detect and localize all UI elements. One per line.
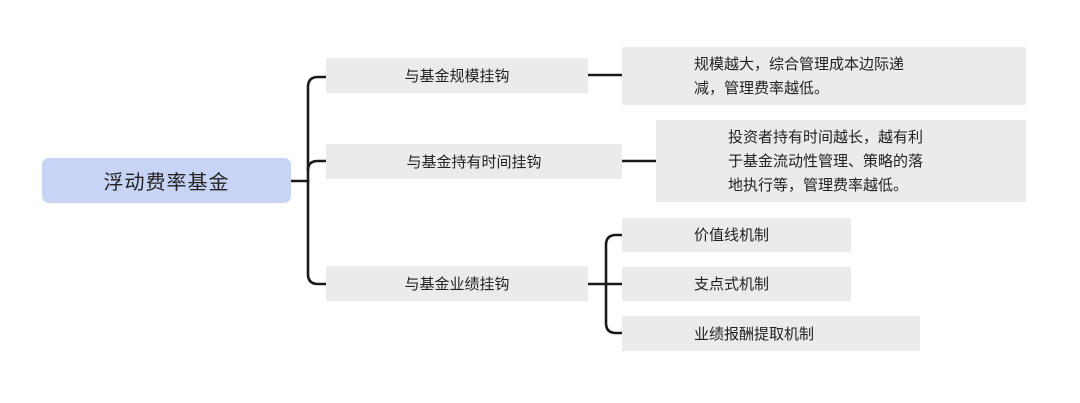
branch-holding-time[interactable]: 与基金持有时间挂钩 bbox=[326, 144, 622, 179]
leaf-holding-line-1: 投资者持有时间越长，越有利 bbox=[728, 128, 924, 146]
leaf-pivot-label: 支点式机制 bbox=[694, 275, 770, 293]
connector-trunk-top bbox=[306, 75, 328, 183]
leaf-value-line[interactable]: 价值线机制 bbox=[622, 218, 851, 252]
leaf-scale-line-1: 规模越大，综合管理成本边际递 bbox=[694, 55, 905, 73]
connector-trunk-mid bbox=[306, 159, 328, 172]
leaf-value-line-label: 价值线机制 bbox=[694, 226, 770, 244]
branch-performance[interactable]: 与基金业绩挂钩 bbox=[326, 266, 588, 301]
connector-branch3-top bbox=[604, 233, 624, 286]
branch-holding-time-label: 与基金持有时间挂钩 bbox=[406, 153, 542, 171]
leaf-pivot[interactable]: 支点式机制 bbox=[622, 267, 851, 301]
leaf-scale-desc[interactable]: 规模越大，综合管理成本边际递 减，管理费率越低。 bbox=[622, 47, 1026, 105]
branch-scale-label: 与基金规模挂钩 bbox=[404, 67, 510, 85]
root-label: 浮动费率基金 bbox=[103, 170, 230, 194]
leaf-holding-line-3: 地执行等，管理费率越低。 bbox=[728, 176, 909, 194]
branch-scale[interactable]: 与基金规模挂钩 bbox=[326, 58, 588, 93]
leaf-holding-line-2: 于基金流动性管理、策略的落 bbox=[728, 152, 924, 170]
connector-branch3-bottom bbox=[604, 282, 624, 335]
branch-performance-label: 与基金业绩挂钩 bbox=[404, 275, 510, 293]
root-node[interactable]: 浮动费率基金 bbox=[42, 158, 291, 203]
leaf-scale-line-2: 减，管理费率越低。 bbox=[694, 79, 830, 97]
leaf-performance-fee[interactable]: 业绩报酬提取机制 bbox=[622, 316, 920, 351]
connector-trunk-bottom bbox=[306, 179, 328, 286]
leaf-performance-fee-label: 业绩报酬提取机制 bbox=[694, 324, 815, 343]
leaf-holding-time-desc[interactable]: 投资者持有时间越长，越有利 于基金流动性管理、策略的落 地执行等，管理费率越低。 bbox=[656, 120, 1026, 202]
